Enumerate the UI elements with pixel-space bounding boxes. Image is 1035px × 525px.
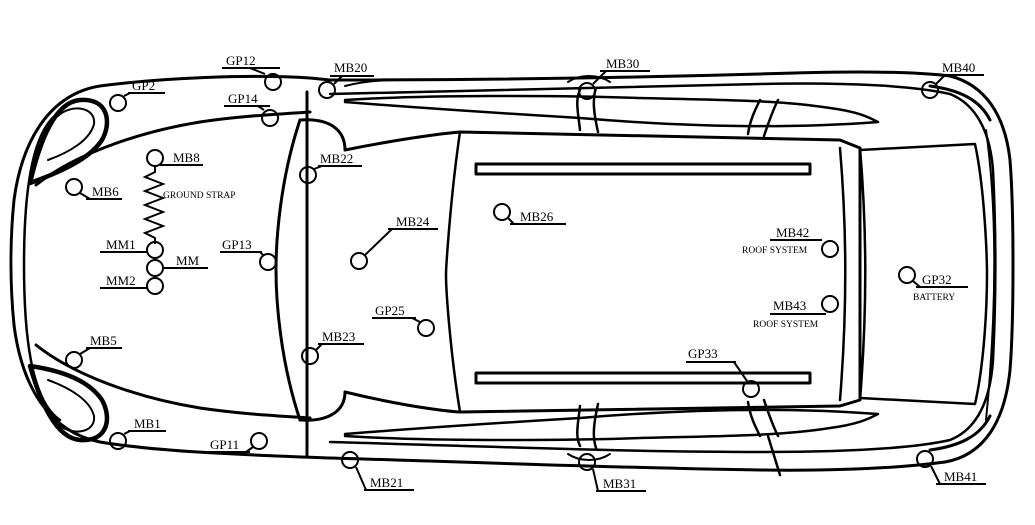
ground-point-mb42 [770, 239, 839, 258]
label-mb21: MB21 [370, 475, 403, 490]
ground-strap-symbol [142, 166, 166, 244]
label-mb20: MB20 [334, 60, 367, 75]
ground-point-mb41 [916, 450, 986, 485]
label-gp14: GP14 [228, 91, 258, 106]
ground-point-mb5 [65, 347, 122, 369]
label-mm2: MM2 [106, 273, 136, 288]
ground-point-mb20 [318, 75, 374, 99]
label-mb30: MB30 [606, 56, 639, 71]
label-gp11: GP11 [210, 437, 239, 452]
label-mb1: MB1 [134, 416, 161, 431]
ground-point-gp2 [109, 92, 165, 112]
label-mm1: MM1 [106, 237, 136, 252]
ground-point-mb40 [921, 74, 984, 99]
ground-point-mb22 [299, 165, 362, 184]
ground-point-mm1 [100, 241, 164, 259]
ground-point-mm2 [100, 277, 164, 295]
ground-point-mb21 [341, 451, 414, 491]
label-mb43-roof-system: ROOF SYSTEM [753, 320, 819, 330]
ground-point-mb24 [350, 228, 438, 270]
label-mb6: MB6 [92, 184, 119, 199]
label-gp32-battery: BATTERY [913, 293, 955, 303]
ground-point-gp32 [898, 266, 968, 288]
ground-point-gp33 [686, 361, 760, 398]
ground-point-mb1 [109, 430, 166, 450]
label-mb26: MB26 [520, 209, 554, 224]
label-gp2: GP2 [132, 78, 155, 93]
ground-point-mb31 [578, 453, 646, 492]
label-mb43: MB43 [773, 298, 806, 313]
label-gp12: GP12 [226, 53, 256, 68]
ground-point-mb26 [493, 203, 566, 225]
label-gp13: GP13 [222, 237, 252, 252]
ground-point-gp13 [220, 251, 277, 271]
label-mb40: MB40 [942, 60, 975, 75]
ground-point-mb43 [770, 295, 839, 315]
ground-point-mb30 [578, 70, 650, 100]
label-gp25: GP25 [375, 303, 405, 318]
label-mb31: MB31 [603, 476, 636, 491]
ground-point-gp25 [372, 317, 435, 337]
label-mb22: MB22 [320, 151, 353, 166]
ground-point-gp11 [206, 432, 268, 453]
label-mb24: MB24 [396, 214, 430, 229]
ground-point-mb23 [301, 343, 364, 365]
label-mb23: MB23 [322, 329, 355, 344]
label-ground-strap: GROUND STRAP [163, 191, 236, 201]
ground-point-mm [146, 259, 208, 277]
label-mb41: MB41 [944, 469, 977, 484]
ground-point-gp14 [224, 105, 279, 127]
label-mb8: MB8 [173, 150, 200, 165]
label-mb42-roof-system: ROOF SYSTEM [742, 246, 808, 256]
label-mb5: MB5 [90, 333, 117, 348]
label-texts: GP12 GP2 GP14 MB20 MB30 MB40 MB8 GROUND … [90, 53, 977, 491]
callouts [65, 67, 986, 492]
ground-point-mb6 [65, 178, 122, 200]
ground-point-gp12 [222, 67, 282, 91]
label-mb42: MB42 [776, 225, 809, 240]
label-gp32: GP32 [922, 272, 952, 287]
label-gp33: GP33 [688, 346, 718, 361]
label-mm: MM [176, 253, 200, 268]
